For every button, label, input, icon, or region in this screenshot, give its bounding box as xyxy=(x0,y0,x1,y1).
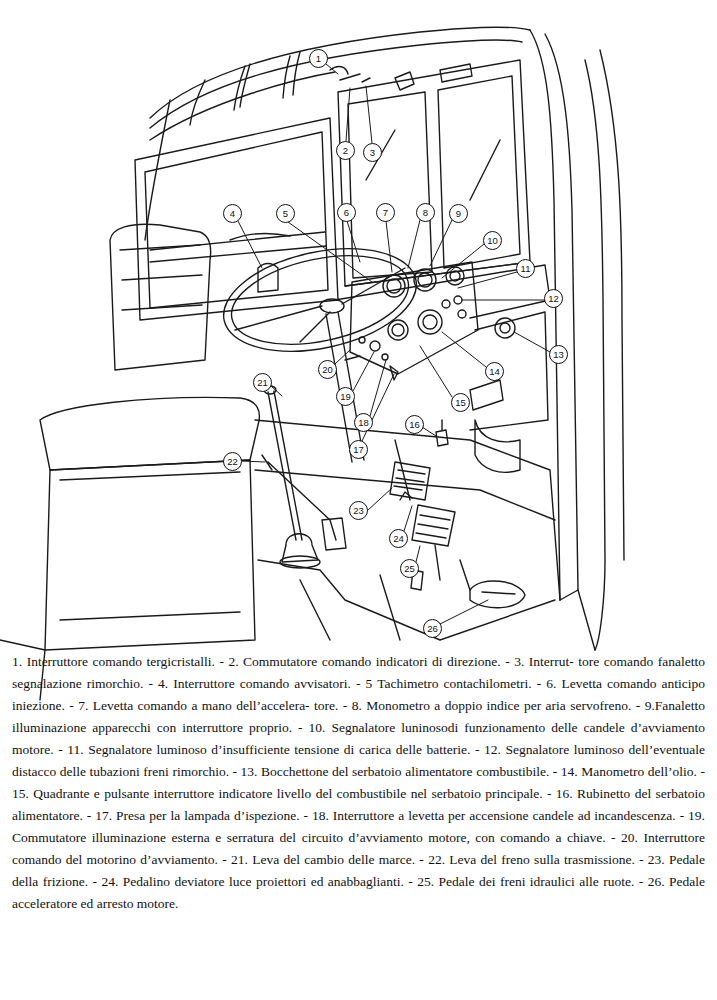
callout-number: 1 xyxy=(309,49,328,68)
callout-number: 8 xyxy=(416,203,435,222)
callout-number: 4 xyxy=(223,204,242,223)
caption: 1. Interruttore comando tergicristalli. … xyxy=(12,654,705,911)
callout-number: 5 xyxy=(276,204,295,223)
callout-number: 20 xyxy=(318,360,337,379)
leader-lines xyxy=(238,64,550,624)
callout-number: 17 xyxy=(349,440,368,459)
callout-number: 12 xyxy=(544,289,563,308)
callout-number: 7 xyxy=(376,203,395,222)
callout-number: 19 xyxy=(336,387,355,406)
caption-block: 1. Interruttore comando tergicristalli. … xyxy=(12,651,705,915)
pedals xyxy=(390,440,525,608)
callout-number: 14 xyxy=(485,362,504,381)
a-pillar xyxy=(530,30,624,650)
callout-number: 3 xyxy=(363,143,382,162)
callout-number: 10 xyxy=(483,231,502,250)
callout-number: 13 xyxy=(549,345,568,364)
callout-number: 15 xyxy=(451,393,470,412)
callout-number: 18 xyxy=(354,413,373,432)
callout-number: 11 xyxy=(516,259,535,278)
callout-number: 23 xyxy=(349,501,368,520)
callout-number: 24 xyxy=(389,529,408,548)
floor xyxy=(255,420,560,640)
callout-number: 21 xyxy=(253,373,272,392)
callout-number: 25 xyxy=(400,559,419,578)
dashboard xyxy=(335,262,550,472)
callout-number: 16 xyxy=(405,415,424,434)
callout-number: 6 xyxy=(337,203,356,222)
callout-number: 26 xyxy=(423,619,442,638)
callout-number: 22 xyxy=(223,452,242,471)
windshield xyxy=(330,60,530,286)
roof xyxy=(145,27,530,240)
steering-wheel xyxy=(214,233,426,462)
callout-number: 9 xyxy=(449,204,468,223)
seat xyxy=(0,224,259,700)
callout-number: 2 xyxy=(336,141,355,160)
